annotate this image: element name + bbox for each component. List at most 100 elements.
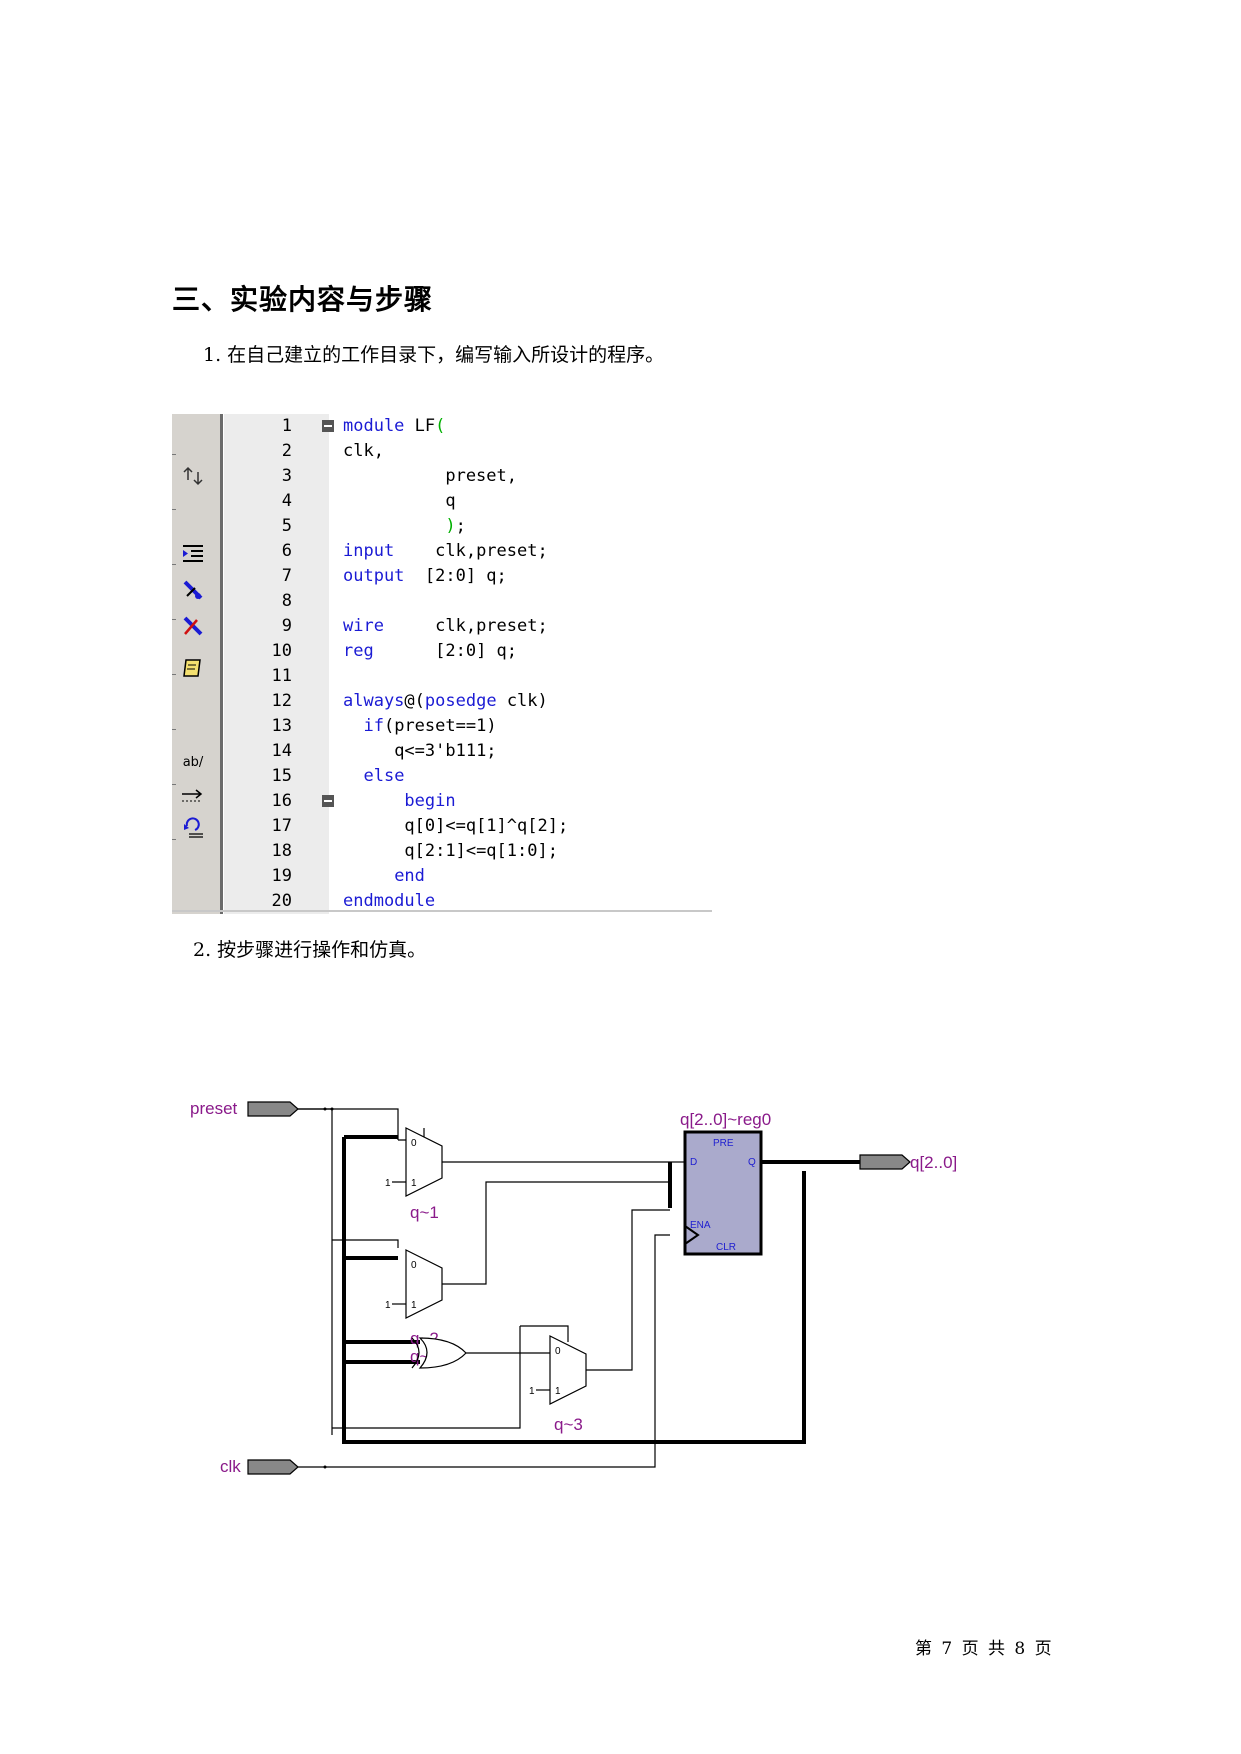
svg-text:Q: Q	[748, 1157, 756, 1168]
step-1-text: 1. 在自己建立的工作目录下，编写输入所设计的程序。	[203, 344, 665, 366]
ab-text-label: ab/	[182, 754, 204, 770]
line-number: 7	[281, 566, 292, 586]
code-text: input clk,preset;	[343, 541, 548, 561]
line-number: 19	[271, 866, 292, 886]
code-text: q[0]<=q[1]^q[2];	[404, 816, 569, 836]
code-text: begin	[404, 791, 456, 811]
code-line[interactable]: 10 reg [2:0] q;	[172, 639, 712, 664]
clear-bookmark-icon[interactable]	[179, 612, 207, 640]
code-line[interactable]: 15 else	[172, 764, 712, 789]
svg-text:ENA: ENA	[690, 1220, 711, 1231]
line-number: 10	[271, 641, 292, 661]
mux-q3: 0 1 1	[520, 1325, 587, 1405]
rtl-schematic: .w { stroke: #000; stroke-width: 1.2; fi…	[190, 1099, 957, 1476]
code-line[interactable]: 5 );	[172, 514, 712, 539]
page-footer: 第 7 页 共 8 页	[915, 1639, 1054, 1659]
line-number-gutter	[224, 414, 329, 914]
code-line[interactable]: 20 endmodule	[172, 889, 712, 914]
line-number: 16	[271, 791, 292, 811]
svg-text:PRE: PRE	[713, 1138, 734, 1149]
find-replace-icon[interactable]	[179, 464, 207, 492]
editor-toolbar: ab/	[172, 414, 221, 914]
q-output-label: q[2..0]	[910, 1153, 957, 1172]
code-text: q[2:1]<=q[1:0];	[404, 841, 558, 861]
svg-text:1: 1	[411, 1300, 417, 1311]
code-line[interactable]: 12 always@(posedge clk)	[172, 689, 712, 714]
line-number: 20	[271, 891, 292, 911]
register-q-reg0: PRE D Q ENA CLR	[683, 1130, 763, 1256]
tab-arrow-icon[interactable]	[179, 782, 207, 810]
line-number: 3	[281, 466, 292, 486]
code-text: preset,	[343, 466, 517, 486]
code-text: if(preset==1)	[363, 716, 497, 736]
code-line[interactable]: 18 q[2:1]<=q[1:0];	[172, 839, 712, 864]
preset-input-port[interactable]	[247, 1101, 299, 1117]
xor-gate-q0	[411, 1337, 467, 1369]
code-line[interactable]: 3 preset,	[172, 464, 712, 489]
line-number: 17	[271, 816, 292, 836]
code-line[interactable]: 1 module LF(	[172, 414, 712, 439]
script-icon[interactable]	[179, 654, 207, 682]
code-text: end	[394, 866, 425, 886]
code-text: wire clk,preset;	[343, 616, 548, 636]
code-text: else	[363, 766, 405, 786]
code-line[interactable]: 4 q	[172, 489, 712, 514]
line-number: 14	[271, 741, 292, 761]
code-text: output [2:0] q;	[343, 566, 507, 586]
code-text: );	[445, 516, 466, 536]
code-line[interactable]: 7 output [2:0] q;	[172, 564, 712, 589]
code-line[interactable]: 9 wire clk,preset;	[172, 614, 712, 639]
line-number: 2	[281, 441, 292, 461]
clk-input-port[interactable]	[247, 1459, 299, 1475]
clk-label: clk	[220, 1457, 241, 1476]
fold-toggle-icon[interactable]	[322, 420, 334, 432]
svg-text:CLR: CLR	[716, 1242, 736, 1253]
code-line[interactable]: 2 clk,	[172, 439, 712, 464]
undo-indent-icon[interactable]	[179, 814, 207, 842]
code-line[interactable]: 13 if(preset==1)	[172, 714, 712, 739]
code-line[interactable]: 16 begin	[172, 789, 712, 814]
indent-icon[interactable]	[179, 539, 207, 567]
mux-q1: 0 1 1	[385, 1127, 443, 1197]
line-number: 4	[281, 491, 292, 511]
code-line[interactable]: 8	[172, 589, 712, 614]
code-line[interactable]: 17 q[0]<=q[1]^q[2];	[172, 814, 712, 839]
code-text: endmodule	[343, 891, 436, 911]
code-text: always@(posedge clk)	[343, 691, 548, 711]
line-number: 12	[271, 691, 292, 711]
svg-text:0: 0	[555, 1346, 561, 1357]
code-text: clk,	[343, 441, 384, 461]
q-output-port[interactable]	[859, 1154, 911, 1170]
ab-text-icon[interactable]: ab/	[179, 748, 207, 776]
step-2-text: 2. 按步骤进行操作和仿真。	[193, 939, 427, 961]
svg-text:1: 1	[385, 1178, 391, 1189]
svg-text:1: 1	[555, 1386, 561, 1397]
line-number: 9	[281, 616, 292, 636]
mux-q3-label: q~3	[554, 1415, 583, 1434]
svg-text:0: 0	[411, 1260, 417, 1271]
code-text: q	[343, 491, 456, 511]
register-label: q[2..0]~reg0	[680, 1110, 771, 1129]
line-number: 8	[281, 591, 292, 611]
code-line[interactable]: 6 input clk,preset;	[172, 539, 712, 564]
fold-toggle-icon[interactable]	[322, 795, 334, 807]
svg-text:D: D	[690, 1157, 697, 1168]
code-line[interactable]: 19 end	[172, 864, 712, 889]
code-text: reg [2:0] q;	[343, 641, 518, 661]
code-text: module LF(	[343, 416, 446, 436]
line-number: 1	[281, 416, 292, 436]
svg-text:1: 1	[529, 1386, 535, 1397]
line-number: 13	[271, 716, 292, 736]
line-number: 6	[281, 541, 292, 561]
mux-q2: 0 1 1	[385, 1249, 443, 1319]
line-number: 5	[281, 516, 292, 536]
svg-text:0: 0	[411, 1138, 417, 1149]
code-line[interactable]: 14 q<=3'b111;	[172, 739, 712, 764]
line-number: 18	[271, 841, 292, 861]
bookmark-icon[interactable]	[179, 576, 207, 604]
svg-text:1: 1	[385, 1300, 391, 1311]
line-number: 15	[271, 766, 292, 786]
section-heading: 三、实验内容与步骤	[172, 283, 434, 316]
code-line[interactable]: 11	[172, 664, 712, 689]
